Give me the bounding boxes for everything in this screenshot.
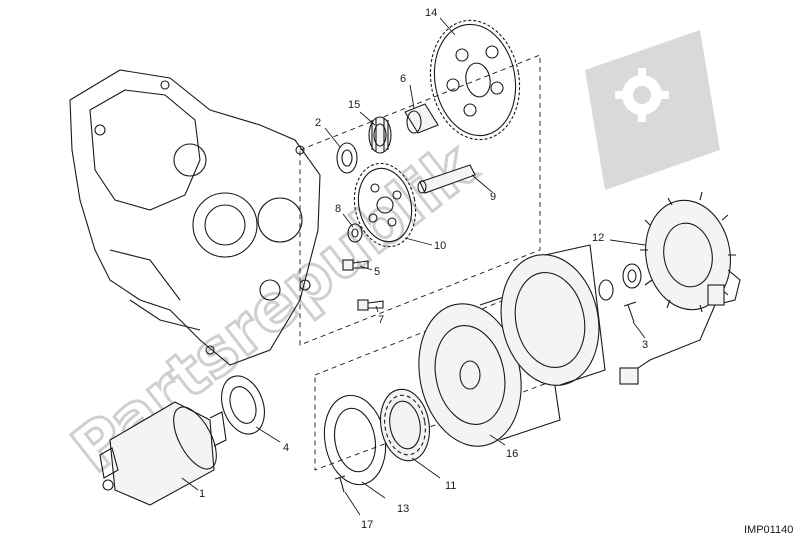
- callout-1: 1: [199, 488, 205, 500]
- shaft: [417, 164, 476, 194]
- starter-motor: [99, 401, 227, 506]
- callout-9: 9: [490, 191, 496, 203]
- callout-7: 7: [378, 314, 384, 326]
- callout-8: 8: [335, 203, 341, 215]
- gasket: [221, 375, 265, 435]
- callout-16: 16: [506, 448, 518, 460]
- nut-stator-inner: [627, 269, 637, 283]
- callout-5: 5: [374, 266, 380, 278]
- crankcase: [69, 69, 321, 366]
- starter-gear: [429, 19, 521, 141]
- callout-13: 13: [397, 503, 409, 515]
- callout-4: 4: [283, 442, 289, 454]
- washer-2-inner: [341, 149, 353, 167]
- callout-15: 15: [348, 99, 360, 111]
- stator: [619, 191, 741, 385]
- needle-bearing: [368, 116, 392, 154]
- callout-12: 12: [592, 232, 604, 244]
- callout-17: 17: [361, 519, 373, 531]
- figure-code: IMP01140: [744, 524, 793, 536]
- assembly-outline-upper: [299, 54, 541, 346]
- callout-11: 11: [445, 480, 456, 492]
- rotor-ring: [500, 244, 606, 386]
- washer-8-inner: [351, 228, 359, 238]
- nut-stator: [622, 263, 642, 289]
- cover-plate: [323, 394, 387, 486]
- callout-2: 2: [315, 117, 321, 129]
- bolt-3: [623, 301, 637, 323]
- leader-lines: [181, 17, 646, 516]
- washer-8: [347, 223, 363, 243]
- freewheel: [380, 388, 430, 462]
- callout-3: 3: [642, 339, 648, 351]
- intermediate-gear: [353, 162, 417, 248]
- bolt-5: [342, 259, 369, 271]
- callout-6: 6: [400, 73, 406, 85]
- washer-2: [336, 142, 358, 174]
- washer-stator: [598, 279, 614, 301]
- callout-10: 10: [434, 240, 446, 252]
- screw-17: [334, 475, 346, 493]
- bolt-7: [357, 299, 384, 311]
- callout-14: 14: [425, 7, 437, 19]
- callouts: 1 2 3 4 5 6 7 8 9 10 11 12 13 14 15 16 1…: [199, 7, 648, 531]
- watermark-logo-icon: [585, 30, 720, 190]
- bushing: [404, 103, 439, 134]
